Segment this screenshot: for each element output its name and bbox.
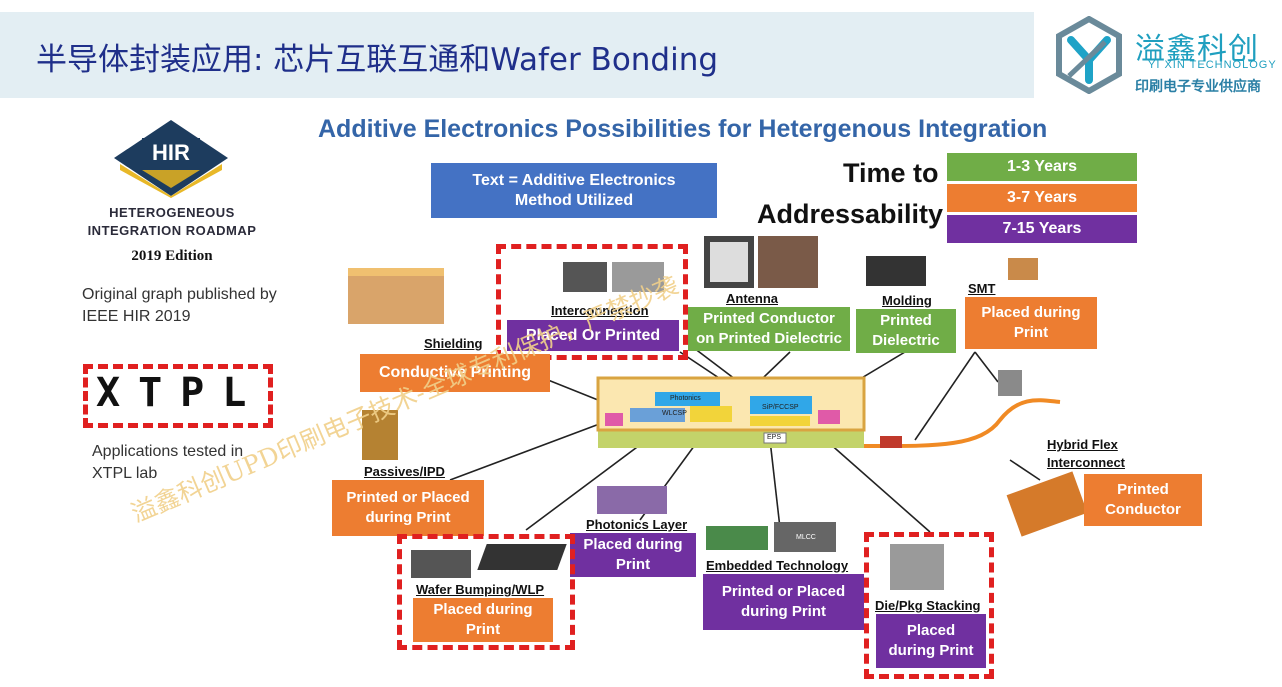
legend-key-line1: Text = Additive Electronics <box>472 171 676 189</box>
xtpl-logo-frame <box>83 364 273 428</box>
time-range-1-3: 1-3 Years <box>947 153 1137 181</box>
shielding-image <box>348 268 444 324</box>
hir-logo-icon <box>114 120 228 198</box>
wafer-image <box>477 544 567 570</box>
embedded-method-line2: during Print <box>741 603 826 620</box>
hir-note-line1: Original graph published by <box>82 286 277 303</box>
photonics-method: Placed during Print <box>570 533 696 577</box>
passives-image <box>362 410 398 460</box>
photonics-method-line2: Print <box>615 556 651 573</box>
slide-header-title: 半导体封装应用: 芯片互联互通和Wafer Bonding <box>36 42 719 78</box>
molding-method-line1: Printed <box>880 312 932 329</box>
wafer-bumping-label: Wafer Bumping/WLP <box>416 582 545 597</box>
hybrid-flex-method: Printed Conductor <box>1084 474 1202 526</box>
wafer-bumping-method-line1: Placed during <box>433 601 533 618</box>
die-stacking-method-line1: Placed <box>906 622 956 639</box>
hybrid-flex-method-line1: Printed <box>1117 481 1169 498</box>
molding-label: Molding <box>882 293 932 308</box>
legend-key-line2: Method Utilized <box>514 191 634 209</box>
time-label-line1: Time to <box>843 158 939 188</box>
hir-note: Original graph published by IEEE HIR 201… <box>82 284 277 328</box>
xtpl-note-line2: XTPL lab <box>92 465 158 482</box>
hir-title-line1: HETEROGENEOUS <box>109 205 235 220</box>
antenna-method-line1: Printed Conductor <box>703 310 835 327</box>
hir-title-line2: INTEGRATION ROADMAP <box>87 223 257 238</box>
company-name: 溢鑫科创 <box>1135 32 1259 67</box>
die-stacking-image <box>890 544 944 590</box>
molding-image <box>866 256 926 286</box>
interconnection-method: Placed Or Printed <box>507 320 679 351</box>
smt-method: Placed during Print <box>965 297 1097 349</box>
mlcc-image <box>774 522 836 552</box>
xtpl-logo-text: XTPL <box>96 370 265 416</box>
hir-note-line2: IEEE HIR 2019 <box>82 308 191 325</box>
molding-method-line2: Dielectric <box>872 332 940 349</box>
company-logo-icon <box>1056 16 1122 94</box>
company-tagline: 印刷电子专业供应商 <box>1135 79 1261 95</box>
time-range-7-15: 7-15 Years <box>947 215 1137 243</box>
photonics-method-line1: Placed during <box>583 536 683 553</box>
hybrid-flex-label-line2: Interconnect <box>1047 455 1126 470</box>
die-stacking-label: Die/Pkg Stacking <box>875 598 981 613</box>
embedded-method-line1: Printed or Placed <box>721 583 846 600</box>
smt-image <box>1008 258 1038 280</box>
interconnection-label: Interconnection <box>551 303 649 318</box>
xtpl-note-line1: Applications tested in <box>92 443 244 460</box>
wafer-bumping-highlight-frame <box>397 534 575 650</box>
legend-key-box: Text = Additive Electronics Method Utili… <box>431 163 717 218</box>
company-english-name: YI XIN TECHNOLOGY <box>1148 59 1277 71</box>
smt-label: SMT <box>968 281 996 296</box>
antenna-label: Antenna <box>726 291 778 306</box>
antenna-image <box>704 236 754 288</box>
hir-edition: 2019 Edition <box>131 248 213 264</box>
shielding-label: Shielding <box>424 336 483 351</box>
hir-badge-text: HIR <box>152 140 190 165</box>
wafer-bumping-image <box>411 550 471 578</box>
passives-method: Printed or Placed during Print <box>332 480 484 536</box>
wafer-bumping-method: Placed during Print <box>413 598 553 642</box>
passives-method-line1: Printed or Placed <box>346 489 470 506</box>
time-label-line2: Addressability <box>757 199 944 229</box>
header-bar <box>0 12 1034 98</box>
hir-title: HETEROGENEOUS INTEGRATION ROADMAP <box>72 204 272 240</box>
pkg-label-eps: EPS <box>767 434 782 441</box>
antenna-method: Printed Conductor on Printed Dielectric <box>688 307 850 351</box>
die-stacking-method-line2: during Print <box>888 642 974 659</box>
passives-method-line2: during Print <box>365 509 451 526</box>
hybrid-flex-method-line2: Conductor <box>1105 501 1181 518</box>
interconnection-highlight-frame <box>496 244 688 360</box>
hybrid-flex-label-line1: Hybrid Flex <box>1047 437 1118 452</box>
embedded-method: Printed or Placed during Print <box>703 574 864 630</box>
molding-method: Printed Dielectric <box>856 309 956 353</box>
antenna-method-line2: on Printed Dielectric <box>696 330 842 347</box>
xtpl-note: Applications tested in XTPL lab <box>92 441 243 485</box>
smt-method-line1: Placed during <box>981 304 1081 321</box>
embedded-image <box>706 526 768 550</box>
diagram-title: Additive Electronics Possibilities for H… <box>318 115 1048 143</box>
interconnection-image <box>563 262 607 292</box>
smt-method-line2: Print <box>1013 324 1049 341</box>
passives-label: Passives/IPD <box>364 464 445 479</box>
photonics-label: Photonics Layer <box>586 517 688 532</box>
pkg-label-photonics: Photonics <box>670 395 701 402</box>
pkg-label-wlcsp: WLCSP <box>662 410 687 417</box>
interconnection-image-2 <box>612 262 664 292</box>
pkg-label-mlcc: MLCC <box>796 534 816 541</box>
die-stacking-highlight-frame <box>864 532 994 679</box>
time-range-3-7: 3-7 Years <box>947 184 1137 212</box>
shielding-method: Conductive Printing <box>360 354 550 392</box>
embedded-label: Embedded Technology <box>706 558 849 573</box>
die-stacking-method: Placed during Print <box>876 614 986 668</box>
pkg-label-sip: SiP/FCCSP <box>762 404 799 411</box>
wafer-bumping-method-line2: Print <box>465 621 501 638</box>
brick-image <box>758 236 818 288</box>
photonics-image <box>597 486 667 514</box>
